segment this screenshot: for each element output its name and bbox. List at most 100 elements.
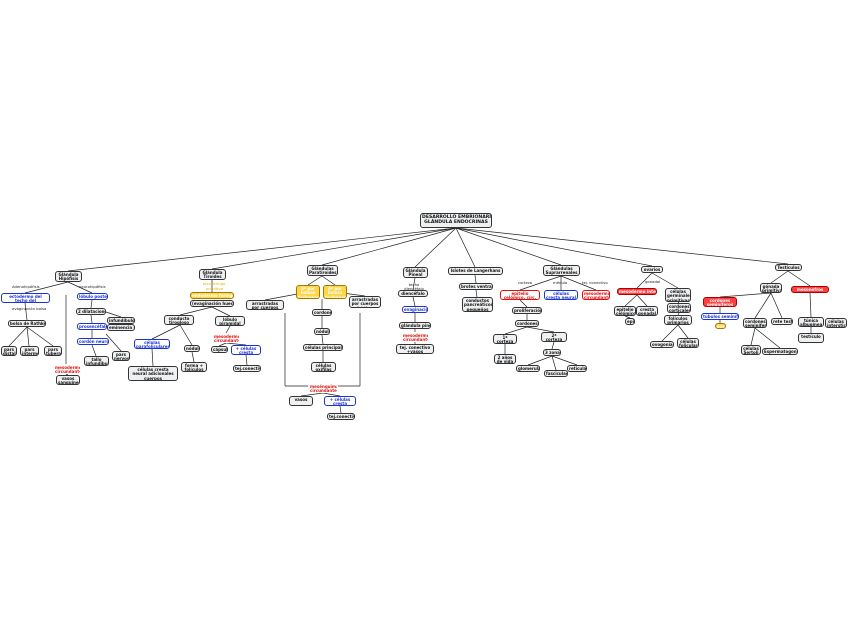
connector-line [211,227,457,270]
pineal-glandula[interactable]: glándula pineal [399,322,431,329]
hipo-eminencia[interactable]: eminencia media [107,324,135,331]
tes-sertoli[interactable]: células Sertoli [741,345,761,355]
hipo-mesodermo[interactable]: mesodermo circundante [53,364,81,374]
hipo-bolsa-rathke[interactable]: bolsa de Rathke [8,320,46,327]
tiro-vasos[interactable]: forma + folículos [181,362,207,372]
supra-corteza-fetal[interactable]: 1ª corteza primaria [493,334,517,344]
para-conectivo[interactable]: tej.conectivo [327,413,355,420]
tiro-cresta[interactable]: células cresta neural adicionales cuerpo… [128,366,178,381]
tiro-subtitle: piso faringe [203,281,226,286]
hipo-tallo[interactable]: tallo infundibular [84,356,109,366]
tes-mesonefros[interactable]: mesonefros [791,286,829,293]
pineal-mesodermo[interactable]: mesodermo circundante [401,332,429,342]
para-oxifilas[interactable]: células oxífilas [311,362,336,372]
ov-ovogonia[interactable]: ovogonia [650,341,674,348]
hipo-cordon[interactable]: cordón neuroide [77,338,109,345]
tiro-celulas[interactable]: células parafoliculares [134,339,170,349]
tes-tubulos[interactable]: túbulos seminíferos [701,313,739,320]
tiro-conectivo[interactable]: tej.conectivo [233,365,261,372]
para-cordones[interactable]: cordones [312,309,332,316]
hipo-lobulo-posterior[interactable]: lóbulo posterior [77,293,108,300]
ov-cordones[interactable]: cordones corticales [667,303,691,313]
tes-testiculo[interactable]: testículo [798,333,824,343]
supra-cordones[interactable]: cordones [515,320,539,327]
ov-celulas-germ[interactable]: células germinales primitivas [665,288,691,302]
branch-suprarrenales[interactable]: Glándulas Suprarrenales [543,265,580,276]
hipo-infundibulo[interactable]: infundíbulo [107,317,135,324]
connector-line [651,272,679,289]
hipo-prosencefalo[interactable]: prosencéfalo [77,323,107,330]
root-line-2: GLÁNDULA ENDOCRINAS [424,220,488,225]
root-node[interactable]: DESARROLLO EMBRIONARIO GLÁNDULA ENDOCRIN… [420,213,492,228]
supra-nacimiento[interactable]: 2 años de vida [494,354,516,364]
supra-mesodermo[interactable]: mesodermo circundante [582,290,610,300]
hipo-pars-nervosa[interactable]: pars nervosa [112,351,130,361]
connector-line [8,326,28,347]
tiro-nodulos[interactable]: nódulos [184,345,200,352]
pineal-tejido[interactable]: tej. conectivo +vasos sanguíneos [396,344,434,354]
para-mesenquima[interactable]: mesénquima circundante [308,383,338,393]
pineal-evaginacion[interactable]: evaginación [402,306,428,313]
tes-cordones-top[interactable]: cordones seminíferos [703,297,737,307]
tiro-evaginacion[interactable]: (evaginación hueca) [190,300,234,307]
tiro-endodermo[interactable]: endodermo faríngeo [190,292,234,299]
hipo-pars-tuberalis[interactable]: pars tuberalis [44,346,62,356]
ov-mesodermo[interactable]: mesodermo intermedio [617,288,657,295]
supra-corteza-definitiva[interactable]: 2ª corteza definitiva [541,332,567,342]
branch-tiroides[interactable]: Glándula Tiroides [199,269,226,280]
langer-brotes[interactable]: brotes ventral y dorsal [459,283,493,290]
hipo-ectodermo[interactable]: ectodermo del techo del estomodeo [1,293,50,303]
supra-epitelio[interactable]: epitelio celómico, círc. peritoneal [500,290,540,300]
tes-gonada[interactable]: gónada primitiva [760,283,782,293]
supra-prolif[interactable]: proliferación [512,307,542,314]
ov-epitelio[interactable]: epitelio [625,318,635,325]
para-superiores[interactable]: arrastradas por cuerpos del timo [349,296,381,308]
supra-fasciculada[interactable]: fasciculada [544,370,568,377]
tes-cordones[interactable]: cordones seminíferos [743,318,767,328]
tes-pared[interactable]: pared [715,323,726,329]
connector-line [90,314,93,324]
tiro-capsula[interactable]: cápsula [211,346,228,353]
tes-espermatogonias[interactable]: Espermatogonias [762,348,798,355]
ov-celomico[interactable]: epitelio celómico [614,306,636,316]
supra-zonas[interactable]: 3 zonas [543,349,561,356]
ov-cresta[interactable]: cresta gonadal [636,306,658,316]
para-nodulos[interactable]: nódulos [314,328,330,335]
connector-line [412,277,416,291]
branch-hipofisis[interactable]: Glándula Hipófisis [55,271,82,282]
tiro-piramidal[interactable]: lóbulo piramidal [215,316,245,326]
branch-langerhans[interactable]: Islotes de Langerhans [448,267,503,275]
para-vasos[interactable]: vasos [289,396,313,406]
tes-rete[interactable]: rete testis [771,318,793,325]
connector-line [455,227,476,268]
branch-label: Glándula [405,267,426,273]
hipo-pars-intermedia[interactable]: pars intermedia [20,346,39,356]
ov-celulas[interactable]: células foliculares [677,338,699,348]
branch-pineal[interactable]: Glándula Pineal [403,267,428,278]
connector-line [770,270,789,284]
branch-ovarios[interactable]: ovarios [641,266,663,273]
hipo-dilataciones[interactable]: 2 dilataciones [76,308,106,315]
branch-label: Glándula [202,269,223,275]
para-arco-4[interactable]: 4ª par bolsas faríngeas [323,285,347,299]
langer-conductos[interactable]: conductos pancreáticos pequeños [462,297,493,312]
supra-glomerular[interactable]: glomerular [516,365,540,372]
branch-testiculos[interactable]: Testículos [775,264,802,271]
supra-reticular[interactable]: reticular [567,365,587,372]
pineal-diencefalo[interactable]: diencéfalo [398,290,428,297]
hipo-vasos[interactable]: vasos sanguíneos [56,375,80,385]
para-arco-3[interactable]: 3ª par bolsas faríngeas [296,285,320,299]
para-cresta[interactable]: + células cresta neural [324,396,356,406]
hipo-pars-distalis[interactable]: pars distalis [1,346,17,356]
supra-cresta[interactable]: células cresta neural [544,290,578,300]
tiro-conducto[interactable]: conducto tirogloso [164,315,194,325]
tiro-cresta-2[interactable]: + células cresta neural [231,345,261,355]
para-inferiores[interactable]: arrastradas por cuerpos tímicos [246,300,284,310]
connector-line [26,326,54,347]
ov-foliculos[interactable]: folículos primarios [664,315,692,325]
branch-paratiroides[interactable]: Glándulas Paratiroides [307,265,338,276]
tiro-mesodermo[interactable]: mesodermo circundante [212,333,240,343]
tes-leydig[interactable]: células intersticiales Leydig [825,318,847,328]
para-celulas[interactable]: células principales [303,344,343,351]
tes-tunica[interactable]: túnica albugínea [798,317,824,327]
